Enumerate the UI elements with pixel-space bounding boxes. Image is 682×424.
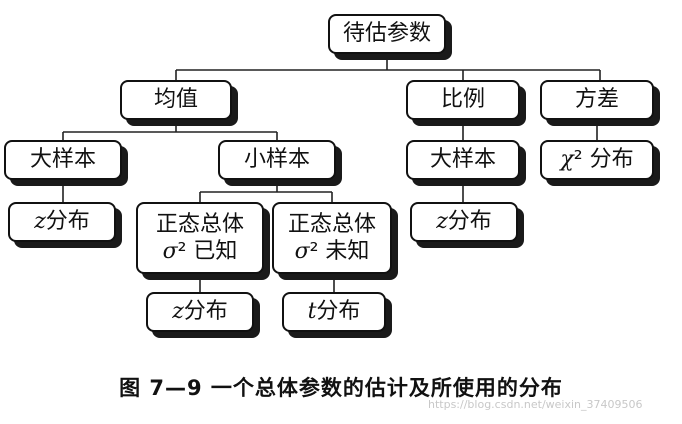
node-variance-chi-square: χ² 分布: [540, 140, 660, 186]
watermark-url: https://blog.csdn.net/weixin_37409506: [428, 398, 643, 411]
node-text-line: σ² 未知: [294, 239, 370, 264]
node-proportion: 比例: [406, 80, 526, 126]
node-text-line: σ² 已知: [162, 239, 238, 264]
node-text-line: t分布: [307, 299, 361, 325]
node-variance: 方差: [540, 80, 660, 126]
node-text-line: 正态总体: [287, 211, 376, 237]
node-text-line: z分布: [436, 209, 492, 235]
node-text-line: 大样本: [29, 147, 96, 173]
node-unknown-t-distribution: t分布: [282, 292, 392, 338]
node-text-line: 方差: [574, 87, 619, 113]
node-mean-large-sample: 大样本: [4, 140, 128, 186]
node-text-line: 均值: [153, 87, 198, 113]
node-text-line: 待估参数: [342, 21, 431, 47]
figure-caption: 图 7—9 一个总体参数的估计及所使用的分布: [119, 376, 563, 400]
node-proportion-z-distribution: z分布: [410, 202, 524, 248]
node-text-line: 小样本: [243, 147, 310, 173]
node-text-line: 大样本: [429, 147, 496, 173]
node-known-z-distribution: z分布: [146, 292, 260, 338]
node-proportion-large-sample: 大样本: [406, 140, 526, 186]
node-root: 待估参数: [328, 14, 452, 60]
node-text-line: 比例: [440, 87, 485, 113]
node-mean: 均值: [120, 80, 238, 126]
node-text-line: χ² 分布: [560, 147, 634, 173]
node-mean-small-sample: 小样本: [218, 140, 342, 186]
node-text-line: 正态总体: [155, 211, 244, 237]
node-text-line: z分布: [172, 299, 228, 325]
node-text-line: z分布: [34, 209, 90, 235]
node-mean-large-z-distribution: z分布: [8, 202, 122, 248]
